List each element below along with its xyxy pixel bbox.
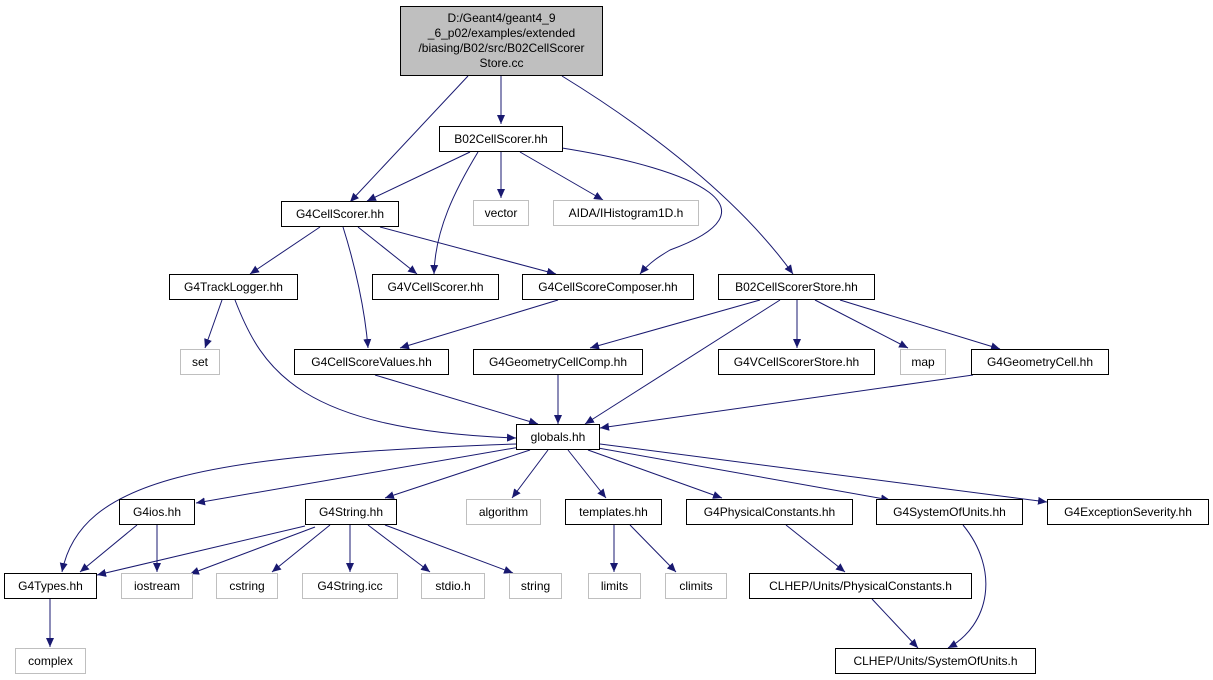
- edge-geomcell-globals: [599, 374, 974, 431]
- edge-globals-templates: [567, 449, 607, 499]
- node-g4vcellscorer[interactable]: G4VCellScorer.hh: [372, 274, 499, 300]
- node-g4tracklogger[interactable]: G4TrackLogger.hh: [169, 274, 298, 300]
- edge-g4string-string: [384, 524, 514, 574]
- edge-g4string-cstring: [271, 524, 331, 573]
- node-templates[interactable]: templates.hh: [565, 499, 662, 525]
- edge-store-map: [814, 299, 909, 349]
- edge-g4cs-values: [342, 226, 372, 349]
- edge-globals-sysunits: [597, 447, 891, 503]
- root-line-4: Store.cc: [479, 56, 524, 70]
- node-g4vcellscorerstore[interactable]: G4VCellScorerStore.hh: [718, 349, 875, 375]
- edge-g4string-g4types: [96, 525, 306, 577]
- node-g4physicalconstants[interactable]: G4PhysicalConstants.hh: [686, 499, 853, 525]
- node-stdio: stdio.h: [421, 573, 485, 599]
- root-line-1: D:/Geant4/geant4_9: [447, 11, 556, 25]
- node-g4cellscorer[interactable]: G4CellScorer.hh: [281, 201, 399, 227]
- edge-store-geomcell: [839, 299, 1001, 351]
- edge-globals-algorithm: [511, 449, 549, 499]
- edge-g4ios-g4types: [79, 524, 138, 573]
- node-algorithm: algorithm: [466, 499, 541, 525]
- edge-composer-values: [399, 299, 559, 350]
- node-string: string: [509, 573, 562, 599]
- node-complex: complex: [15, 648, 86, 674]
- node-set: set: [180, 349, 220, 375]
- node-cstring: cstring: [216, 573, 278, 599]
- node-iostream: iostream: [121, 573, 193, 599]
- edge-values-globals: [374, 374, 539, 426]
- node-g4string[interactable]: G4String.hh: [305, 499, 397, 525]
- node-g4string-icc: G4String.icc: [302, 573, 398, 599]
- edge-b02cs-composer: [561, 147, 723, 275]
- edge-b02cs-g4cs: [366, 151, 471, 202]
- node-g4types[interactable]: G4Types.hh: [4, 573, 97, 599]
- edge-globals-g4types: [59, 443, 517, 573]
- edge-tracklogger-set: [204, 299, 223, 349]
- node-aida-ihistogram1d: AIDA/IHistogram1D.h: [553, 200, 699, 226]
- edge-g4cs-g4vcs: [357, 226, 418, 275]
- root-line-3: /biasing/B02/src/B02CellScorer: [418, 41, 585, 55]
- node-clhep-physicalconstants[interactable]: CLHEP/Units/PhysicalConstants.h: [749, 573, 972, 599]
- edge-sysunits-clhepunits: [947, 524, 987, 649]
- node-b02cellscorerstore[interactable]: B02CellScorerStore.hh: [718, 274, 875, 300]
- node-limits: limits: [588, 573, 641, 599]
- node-g4ios[interactable]: G4ios.hh: [119, 499, 195, 525]
- node-climits: climits: [665, 573, 727, 599]
- edge-b02cs-g4vcs: [430, 151, 479, 275]
- edge-g4string-stdio: [367, 524, 431, 573]
- edge-g4cs-tracklogger: [249, 226, 321, 275]
- node-map: map: [900, 349, 946, 375]
- edge-clhepphys-clhepunits: [871, 598, 919, 649]
- edge-g4string-iostream: [189, 526, 316, 575]
- root-line-2: _6_p02/examples/extended: [427, 26, 576, 40]
- edge-templates-climits: [629, 524, 677, 573]
- node-b02cellscorer[interactable]: B02CellScorer.hh: [439, 126, 563, 152]
- node-globals[interactable]: globals.hh: [516, 424, 600, 450]
- node-g4cellscorecomposer[interactable]: G4CellScoreComposer.hh: [522, 274, 694, 300]
- node-vector: vector: [473, 200, 529, 226]
- node-g4geometrycell[interactable]: G4GeometryCell.hh: [971, 349, 1109, 375]
- node-g4systemofunits[interactable]: G4SystemOfUnits.hh: [876, 499, 1023, 525]
- edge-store-geomcomp: [589, 299, 761, 350]
- edge-root-b02cellscorerstore: [561, 75, 794, 275]
- node-g4exceptionseverity[interactable]: G4ExceptionSeverity.hh: [1047, 499, 1209, 525]
- edge-globals-physconst: [587, 449, 723, 499]
- edge-globals-g4ios: [195, 446, 521, 506]
- edge-b02cs-aida: [519, 151, 604, 201]
- edge-globals-exception: [599, 443, 1048, 505]
- node-g4cellscorevalues[interactable]: G4CellScoreValues.hh: [294, 349, 449, 375]
- edge-physconst-clhepphys: [785, 524, 846, 573]
- edge-globals-g4string: [384, 449, 531, 499]
- node-g4geometrycellcomp[interactable]: G4GeometryCellComp.hh: [473, 349, 643, 375]
- edge-tracklogger-globals: [234, 299, 517, 442]
- node-clhep-systemofunits[interactable]: CLHEP/Units/SystemOfUnits.h: [835, 648, 1036, 674]
- root-file-node: D:/Geant4/geant4_9 _6_p02/examples/exten…: [400, 6, 603, 76]
- edge-store-globals: [584, 299, 781, 425]
- edge-root-g4cellscorer: [349, 75, 469, 203]
- edge-g4cs-composer: [379, 226, 557, 276]
